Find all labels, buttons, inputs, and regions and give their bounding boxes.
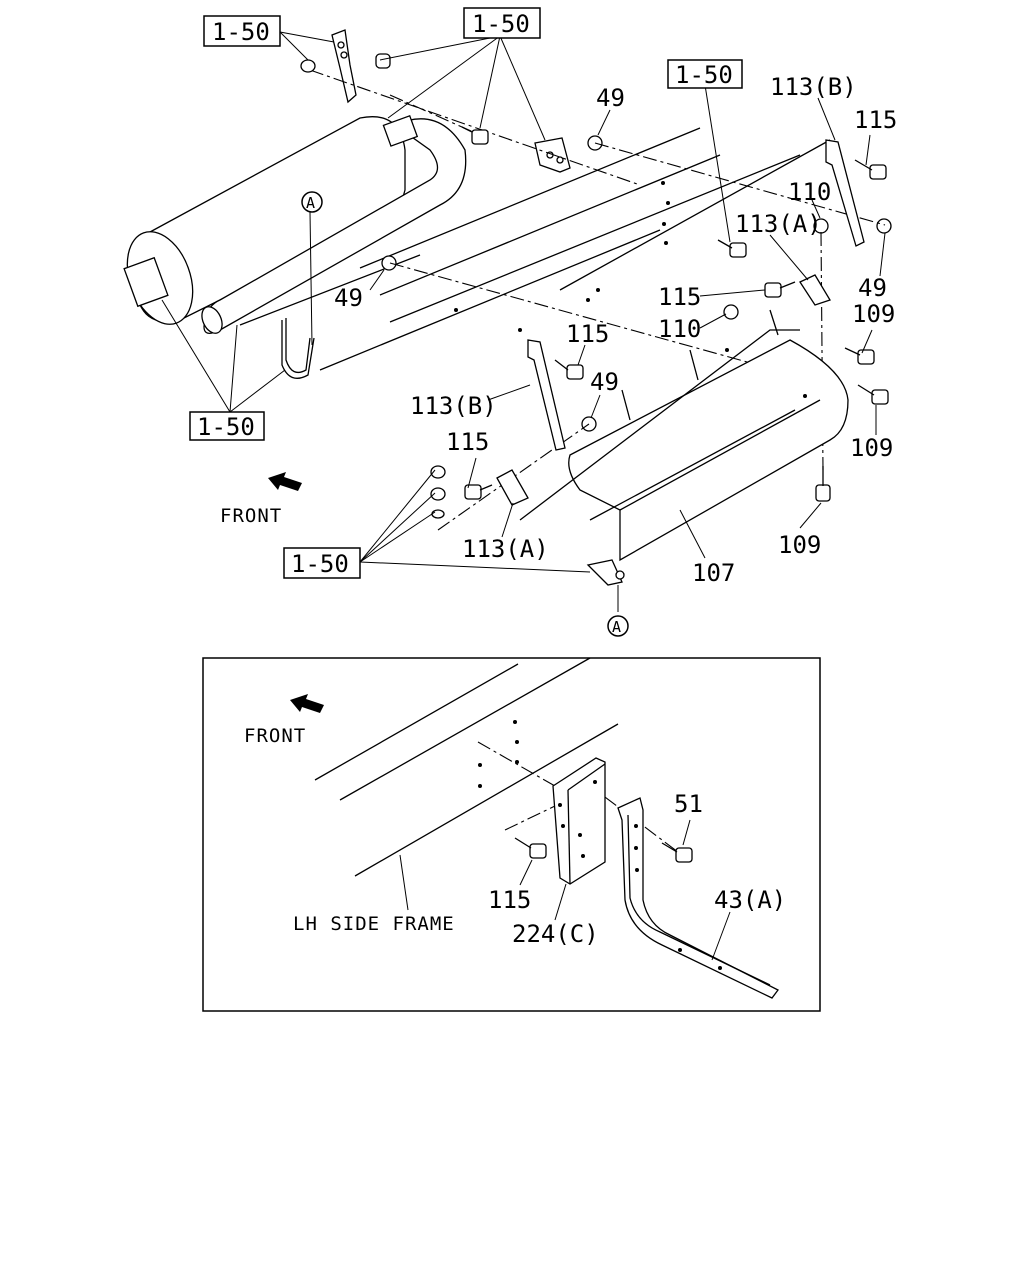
ref-box-4[interactable]: 1-50 xyxy=(189,411,265,441)
front-arrow-icon xyxy=(268,472,302,491)
svg-text:1-50: 1-50 xyxy=(197,413,255,441)
upper-hanger-brackets xyxy=(309,29,641,186)
part-label-109: 109 xyxy=(852,300,895,328)
part-label-49: 49 xyxy=(858,274,887,302)
circle-marker-a-lower: A xyxy=(607,615,629,637)
lower-bracket xyxy=(586,559,625,586)
ref-box-2[interactable]: 1-50 xyxy=(463,7,541,39)
svg-text:A: A xyxy=(306,194,316,212)
circle-marker-a-upper: A xyxy=(301,191,323,213)
lh-side-frame-label: LH SIDE FRAME xyxy=(293,913,455,935)
part-label-43a: 43(A) xyxy=(714,886,786,914)
part-label-109: 109 xyxy=(850,434,893,462)
part-label-115: 115 xyxy=(488,886,531,914)
ref-box-1[interactable]: 1-50 xyxy=(203,15,281,47)
u-bolt xyxy=(281,318,315,379)
part-label-110: 110 xyxy=(658,315,701,343)
inset-detail xyxy=(202,657,821,1012)
part-label-49: 49 xyxy=(334,284,363,312)
svg-text:1-50: 1-50 xyxy=(212,18,270,46)
front-arrow-icon xyxy=(290,694,324,713)
part-label-113a: 113(A) xyxy=(462,535,549,563)
muffler xyxy=(123,114,467,334)
part-label-113b: 113(B) xyxy=(410,392,497,420)
leader-lines xyxy=(161,31,886,612)
fasteners xyxy=(300,53,892,519)
part-label-110: 110 xyxy=(788,178,831,206)
stays xyxy=(496,139,865,506)
svg-text:1-50: 1-50 xyxy=(675,61,733,89)
side-frame-rails xyxy=(239,127,831,371)
part-label-115: 115 xyxy=(658,283,701,311)
front-label: FRONT xyxy=(220,505,282,527)
ref-box-5[interactable]: 1-50 xyxy=(283,547,361,579)
svg-text:A: A xyxy=(612,618,622,636)
part-label-107: 107 xyxy=(692,559,735,587)
svg-text:1-50: 1-50 xyxy=(291,550,349,578)
part-label-224c: 224(C) xyxy=(512,920,599,948)
part-label-51: 51 xyxy=(674,790,703,818)
inset-front-label: FRONT xyxy=(244,725,306,747)
part-label-113a: 113(A) xyxy=(735,210,822,238)
part-label-49: 49 xyxy=(596,84,625,112)
part-labels: 49 113(B) 115 110 113(A) 49 49 115 110 1… xyxy=(334,73,897,587)
part-label-115: 115 xyxy=(566,320,609,348)
ref-box-3[interactable]: 1-50 xyxy=(667,59,743,89)
heat-shield xyxy=(519,309,849,562)
svg-text:1-50: 1-50 xyxy=(472,10,530,38)
part-label-49: 49 xyxy=(590,368,619,396)
part-label-115: 115 xyxy=(446,428,489,456)
part-label-113b: 113(B) xyxy=(770,73,857,101)
part-label-109: 109 xyxy=(778,531,821,559)
part-label-115: 115 xyxy=(854,106,897,134)
